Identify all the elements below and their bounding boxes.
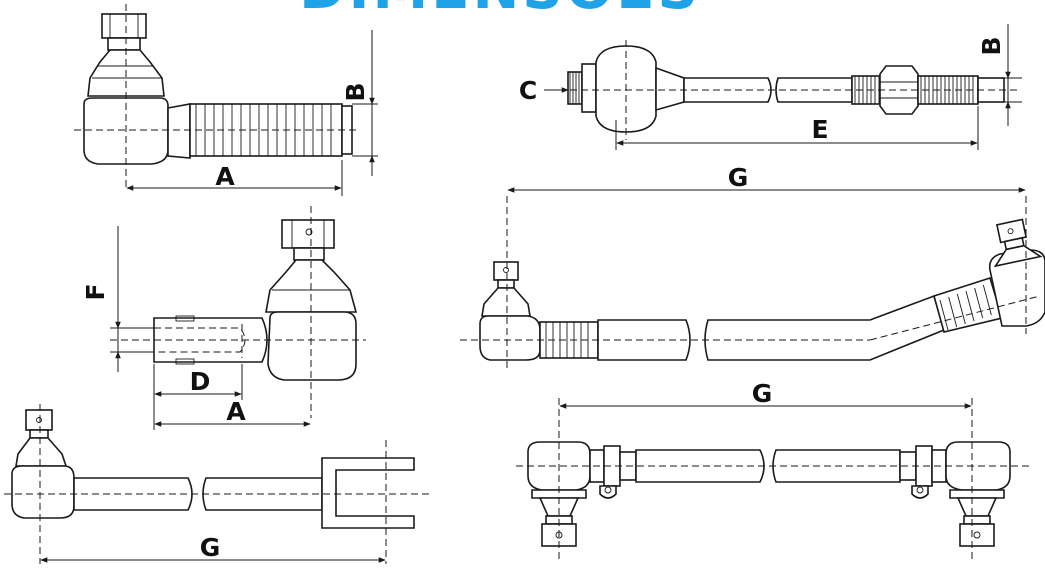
label-a-mid: A	[226, 397, 246, 426]
bent-tie-rod-g: G	[460, 163, 1045, 372]
label-d: D	[190, 367, 211, 396]
label-b-right: B	[977, 36, 1006, 55]
label-b-top: B	[341, 82, 370, 101]
axial-rod-b-c-e: C E B	[519, 24, 1022, 150]
tie-rod-end-a-b: B A	[74, 4, 378, 196]
label-a-top: A	[215, 162, 235, 191]
label-f: F	[81, 283, 110, 300]
straight-tie-rod-g: G	[516, 379, 1030, 560]
tie-rod-end-f-d-a: F D A	[81, 206, 366, 430]
fork-tie-rod-g: G	[4, 404, 432, 564]
label-g-bent: G	[728, 163, 749, 192]
label-c: C	[519, 76, 537, 105]
label-g-straight: G	[752, 379, 773, 408]
label-g-fork: G	[200, 533, 221, 562]
label-e: E	[811, 115, 828, 144]
page-title: DIMENSÕES	[299, 0, 701, 22]
